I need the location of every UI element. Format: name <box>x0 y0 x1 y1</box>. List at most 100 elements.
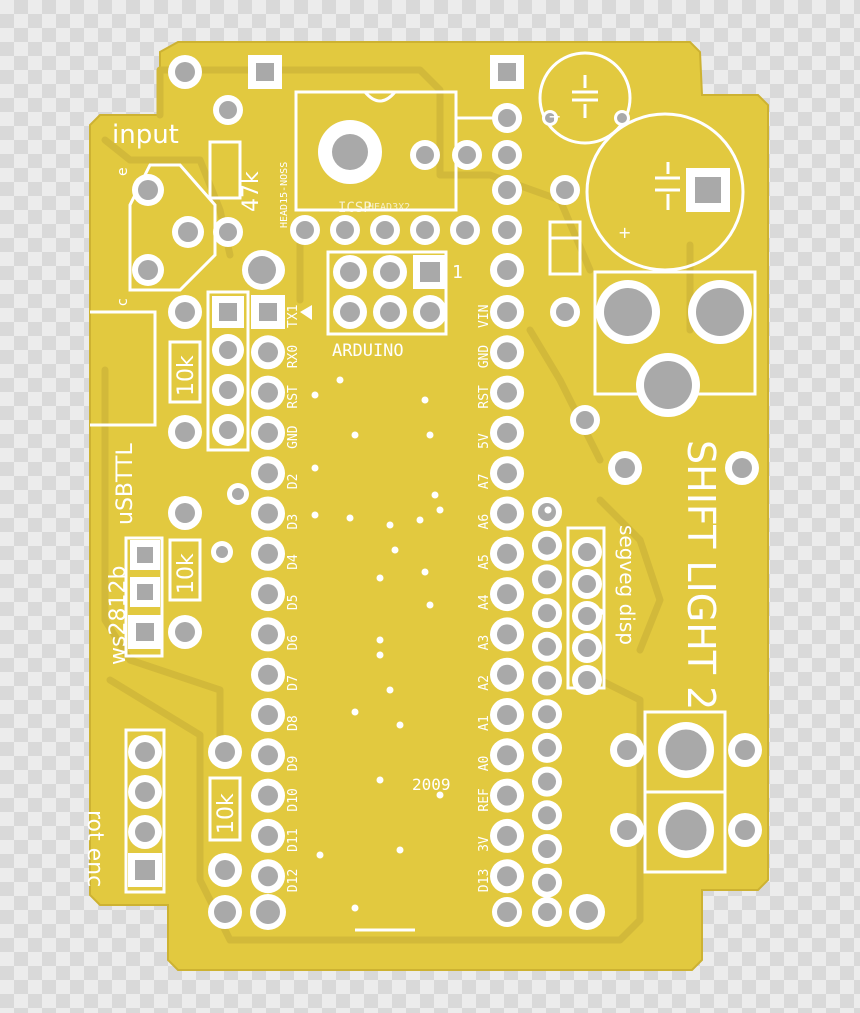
segveg-pin-4 <box>572 633 602 663</box>
icsp-header-outline <box>326 250 448 336</box>
cap-small-lead-2 <box>614 110 630 126</box>
arduino-right-pin-14 <box>490 818 524 853</box>
arduino-left-pin-8 <box>251 577 285 612</box>
arduino-left-label-1: TX1 <box>286 305 301 328</box>
usbttl-pin-3 <box>212 374 244 406</box>
resistor-10k-b-pad-bottom <box>168 615 202 649</box>
right-col-pad-12 <box>532 867 562 898</box>
usbttl-pin-1 <box>212 296 244 328</box>
cap-large-lead-neg <box>550 175 580 205</box>
via-5 <box>426 431 434 439</box>
label-usbttl: uSBTTL <box>113 443 138 525</box>
icsp-pin-5 <box>373 295 407 329</box>
arduino-left-pin-6 <box>251 496 285 531</box>
regulator-row-pad-3 <box>370 215 400 245</box>
arduino-left-label-9: D6 <box>286 635 301 651</box>
icsp-pin-3 <box>413 255 447 289</box>
regulator-tab-hole <box>318 120 382 184</box>
segveg-pin-2 <box>572 569 602 599</box>
arduino-left-pin-13 <box>251 778 285 813</box>
resistor-10k-c-pad-top <box>208 735 242 769</box>
arduino-right-pin-6 <box>490 496 524 531</box>
via-25 <box>396 846 404 854</box>
via-21 <box>396 721 404 729</box>
arduino-left-pin-4 <box>251 415 285 450</box>
via-15 <box>421 568 429 576</box>
arduino-right-label-1: VIN <box>477 305 492 328</box>
regulator-pad-2 <box>168 55 202 89</box>
via-11 <box>346 514 354 522</box>
via-17 <box>376 636 384 644</box>
label-ws2812b: ws2812b <box>106 566 131 665</box>
arduino-right-label-4: 5V <box>477 433 492 449</box>
via-27 <box>596 608 604 616</box>
rotenc-pin-3 <box>128 815 162 849</box>
right-col-pad-6 <box>532 665 562 696</box>
label-10k-a: 10k <box>174 355 199 396</box>
arduino-left-label-2: RX0 <box>286 345 301 368</box>
arduino-right-pin-3 <box>490 375 524 410</box>
right-col-pad-5 <box>532 631 562 662</box>
rotenc-pin-1 <box>128 735 162 769</box>
via-20 <box>351 708 359 716</box>
button-top-pad-right <box>728 733 762 767</box>
arduino-left-label-5: D2 <box>286 474 301 490</box>
segveg-pin-5 <box>572 665 602 695</box>
button-bottom-pad-left <box>610 813 644 847</box>
arduino-right-pin-10 <box>490 657 524 692</box>
via-26 <box>351 904 359 912</box>
via-1 <box>311 391 319 399</box>
usb-connector-outline <box>90 310 157 427</box>
arduino-right-pin-15 <box>490 859 524 894</box>
resistor-10k-a-pad-bottom <box>168 415 202 449</box>
power-pad-1 <box>570 405 600 435</box>
arduino-left-label-11: D8 <box>286 715 301 731</box>
ws2812b-header-outline <box>124 536 164 658</box>
icsp-pin-2 <box>373 255 407 289</box>
board-title: SHIFT LIGHT 2 <box>679 440 723 710</box>
right-col-pad-2 <box>532 530 562 561</box>
arduino-left-label-3: RST <box>286 385 301 409</box>
cap-large-outline <box>585 112 745 272</box>
arduino-left-pin-9 <box>251 617 285 652</box>
arduino-left-pin-14 <box>251 818 285 853</box>
cap-large-plus: + <box>618 223 631 242</box>
via-13 <box>391 546 399 554</box>
arduino-right-pin-12 <box>490 738 524 773</box>
via-7 <box>431 491 439 499</box>
label-arduino: ARDUINO <box>332 341 404 361</box>
arduino-right-label-14: 3V <box>477 836 492 852</box>
via-2 <box>336 376 344 384</box>
right-col-pad-3 <box>532 564 562 595</box>
bottom-left-pad-1 <box>208 895 242 929</box>
via-24 <box>316 851 324 859</box>
arduino-left-pin-7 <box>251 536 285 571</box>
power-pad-2 <box>608 451 642 485</box>
arduino-left-pin-10 <box>251 657 285 692</box>
arduino-right-label-9: A3 <box>477 635 492 651</box>
ws2812b-pin-2 <box>130 577 160 607</box>
bottom-right-pad-1 <box>492 897 522 927</box>
arduino-left-label-13: D10 <box>286 788 301 811</box>
vias-layer <box>311 376 604 912</box>
transistor-pad-b <box>172 216 204 248</box>
icsp-pin-1 <box>333 255 367 289</box>
label-marker-1: 1 <box>452 262 463 283</box>
label-10k-b: 10k <box>174 553 199 594</box>
arduino-right-pin-8 <box>490 577 524 612</box>
resistor-10k-c-pad-bottom <box>208 853 242 887</box>
transistor-pad-e <box>132 174 164 206</box>
arduino-right-pin-4 <box>490 415 524 450</box>
head15-pad-1 <box>490 55 524 89</box>
arduino-left-pin-3 <box>251 375 285 410</box>
cap-large-lead-pos <box>686 168 730 212</box>
label-transistor-c: c <box>115 298 131 306</box>
head15-pad-4 <box>492 175 522 205</box>
head15-pad-2 <box>492 103 522 133</box>
arduino-right-label-15: D13 <box>477 869 492 892</box>
resistor-47k-outline <box>208 140 242 200</box>
arduino-left-label-7: D4 <box>286 554 301 570</box>
via-9 <box>416 516 424 524</box>
arduino-right-pin-2 <box>490 335 524 370</box>
arduino-right-pin-11 <box>490 698 524 732</box>
